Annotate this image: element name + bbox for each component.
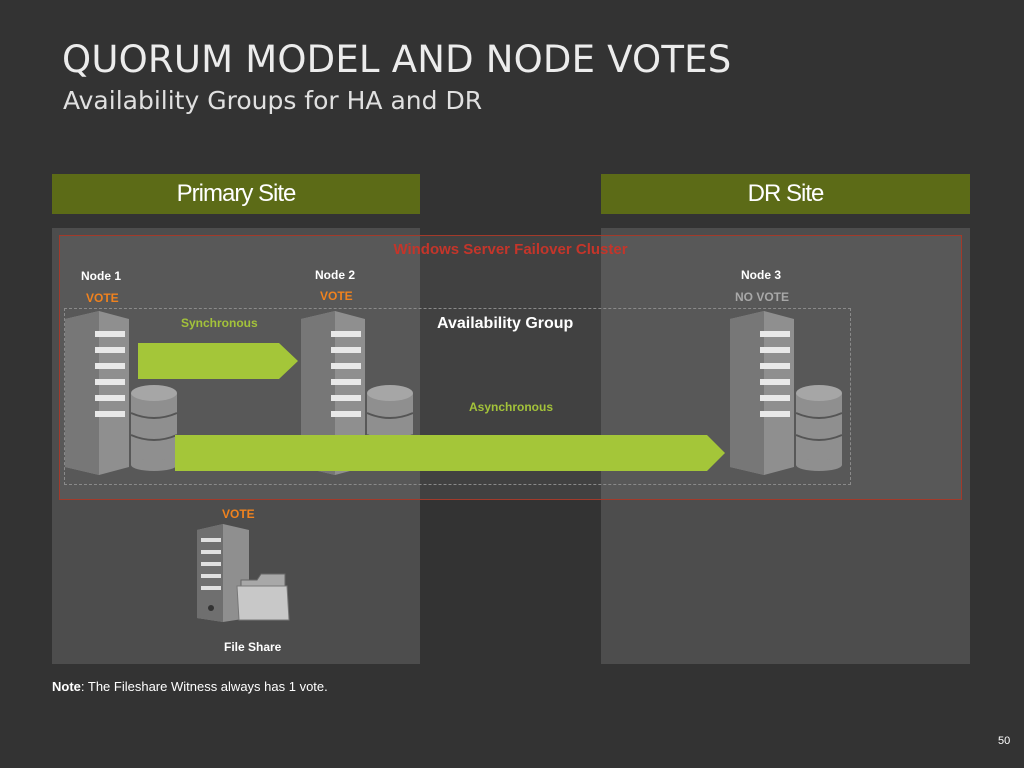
slide-subtitle: Availability Groups for HA and DR: [63, 86, 483, 115]
primary-site-label: Primary Site: [176, 180, 297, 207]
sync-label: Synchronous: [181, 316, 258, 330]
async-arrow: [175, 435, 725, 471]
server-icon: [65, 311, 129, 475]
footnote: Note: The Fileshare Witness always has 1…: [52, 679, 328, 694]
node-3-label: Node 3: [741, 268, 782, 282]
server-icon: [730, 311, 794, 475]
database-icon: [130, 385, 178, 471]
failover-cluster-title: Windows Server Failover Cluster: [393, 241, 628, 258]
primary-site-header: Primary Site: [52, 174, 420, 214]
availability-group-box: [64, 308, 851, 485]
file-share-vote: VOTE: [222, 507, 255, 521]
page-number: 50: [998, 735, 1011, 747]
server-icon: [301, 311, 365, 475]
async-label: Asynchronous: [469, 400, 554, 414]
dr-site-header: DR Site: [601, 174, 970, 214]
node-2-label: Node 2: [315, 268, 356, 282]
node-3-vote: NO VOTE: [735, 290, 790, 304]
dr-site-label: DR Site: [747, 180, 825, 207]
availability-group-title: Availability Group: [437, 315, 574, 332]
file-share-label: File Share: [224, 640, 282, 654]
server-icon: [197, 524, 249, 622]
folder-icon: [236, 573, 290, 621]
sync-arrow: [138, 343, 298, 379]
node-1-vote: VOTE: [86, 291, 119, 305]
node-2-vote: VOTE: [320, 289, 353, 303]
note-bold: Note: [52, 679, 81, 694]
node-1-label: Node 1: [81, 269, 122, 283]
slide-title: QUORUM MODEL AND NODE VOTES: [62, 38, 732, 81]
note-text: : The Fileshare Witness always has 1 vot…: [80, 679, 328, 694]
database-icon: [795, 385, 843, 471]
